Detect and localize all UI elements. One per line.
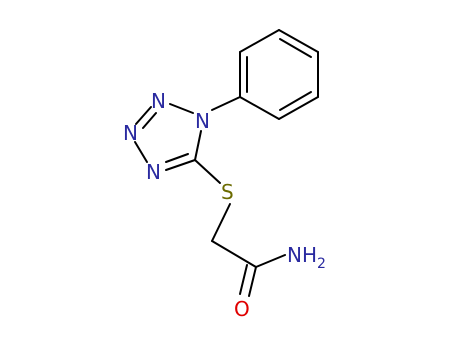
atom-s: S: [221, 180, 234, 204]
bond-c-nh2: [255, 254, 286, 268]
bond-c5-n4: [165, 159, 196, 171]
bond-c5-n4-double: [165, 153, 189, 163]
atom-o: O: [234, 297, 250, 321]
atom-n3: N: [123, 121, 138, 145]
atom-nh2-symbol: NH: [287, 243, 317, 267]
bond-co-1: [248, 266, 257, 297]
bond-n1-c5: [194, 130, 202, 161]
bond-s-ch2: [211, 203, 231, 242]
bond-ph-double-2: [279, 91, 312, 111]
bond-n3-n2-double: [142, 112, 157, 129]
bond-ph-double-1: [279, 38, 312, 58]
bond-n3-n2: [135, 106, 152, 125]
bond-ph-1: [278, 29, 319, 53]
bond-ph-6: [239, 29, 280, 53]
atom-n4: N: [146, 160, 161, 184]
bond-ph-4: [239, 96, 280, 120]
bond-n2-n1: [169, 103, 194, 114]
atom-nh2: NH2: [287, 243, 326, 272]
bond-co-2: [239, 264, 248, 295]
bond-ch2-carbonyl: [211, 240, 257, 268]
bond-phenyl-n1: [211, 96, 241, 111]
atom-nh2-subscript: 2: [317, 256, 326, 272]
bond-c5-s: [194, 159, 221, 184]
tetrazole-ring: [134, 103, 202, 171]
phenyl-ring: [239, 29, 319, 120]
atom-n1: N: [195, 109, 210, 133]
bond-n4-n3: [134, 141, 148, 163]
bond-ph-3: [278, 96, 319, 120]
atom-n2: N: [151, 89, 166, 113]
